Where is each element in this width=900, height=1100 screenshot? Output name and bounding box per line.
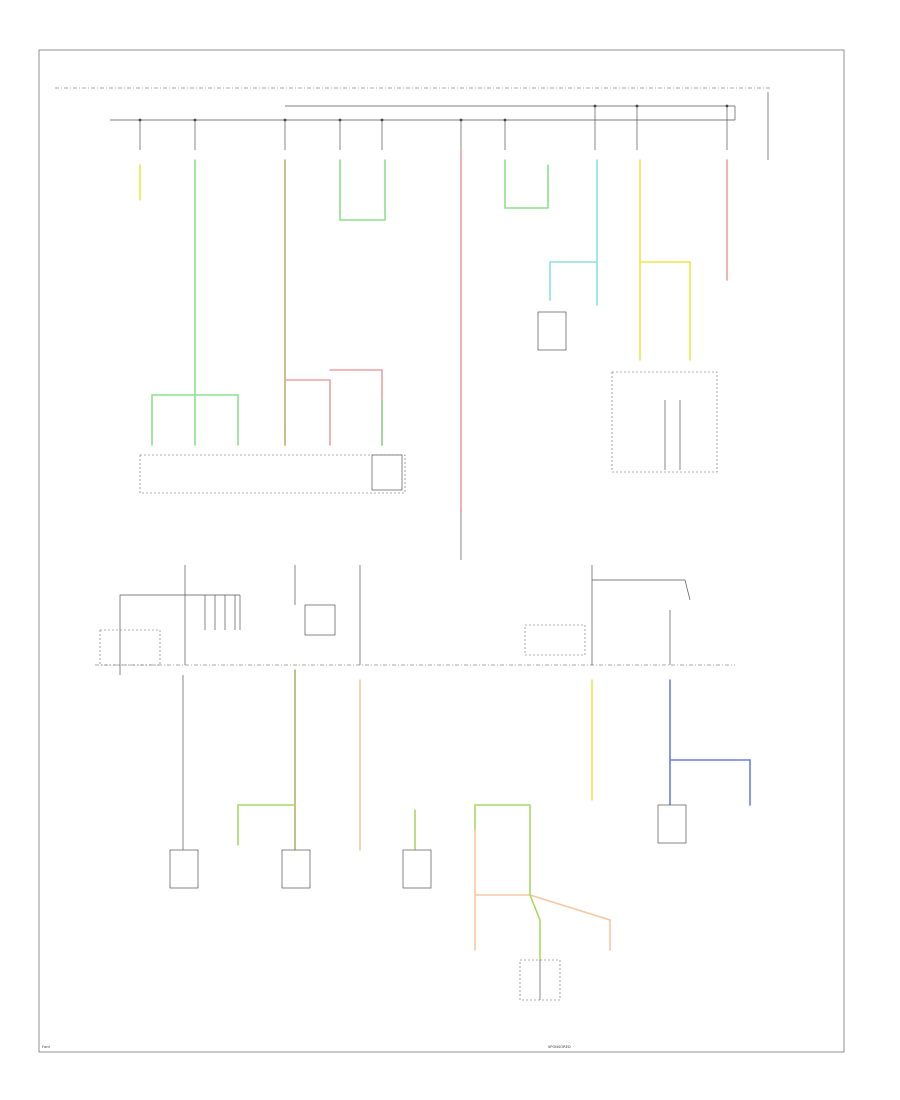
footer-center-label: SPONSORED <box>548 1045 571 1049</box>
diagram-border <box>38 49 845 1053</box>
right-mid-box <box>524 624 586 656</box>
wire-yellow-8b <box>639 261 691 361</box>
wire-green-6 <box>504 159 549 209</box>
junction-module-box <box>139 454 406 494</box>
fuse-junction-dots <box>138 104 729 122</box>
fuse-drops <box>139 106 728 150</box>
wire-cyan-7b <box>549 261 598 301</box>
wire-orange-bottom-2 <box>474 829 531 896</box>
wire-pink-module-b <box>329 369 383 446</box>
bottom-box-2 <box>281 849 311 889</box>
bottom-box-4 <box>657 804 687 844</box>
relay-box <box>537 311 567 351</box>
wire-lime-bottom-4 <box>529 894 541 961</box>
wire-lime-bottom-3 <box>474 804 531 896</box>
wire-pink-module <box>284 379 331 446</box>
control-unit-box <box>611 371 718 473</box>
wire-lime-bottom <box>237 804 296 846</box>
feed-a-branch <box>119 594 240 675</box>
wire-blue-bottom-2 <box>669 759 751 806</box>
module-right-box <box>371 454 403 491</box>
wire-green-4 <box>339 159 386 221</box>
fuse-comb <box>204 595 241 630</box>
footer-left-label: Ford <box>42 1045 50 1049</box>
feed-d-branch <box>592 579 691 601</box>
wire-orange-bottom-4 <box>529 894 611 951</box>
left-mid-box <box>99 629 161 666</box>
bottom-box-3 <box>402 849 432 889</box>
mid-switch-box <box>304 604 336 636</box>
bottom-box-1 <box>169 849 199 889</box>
